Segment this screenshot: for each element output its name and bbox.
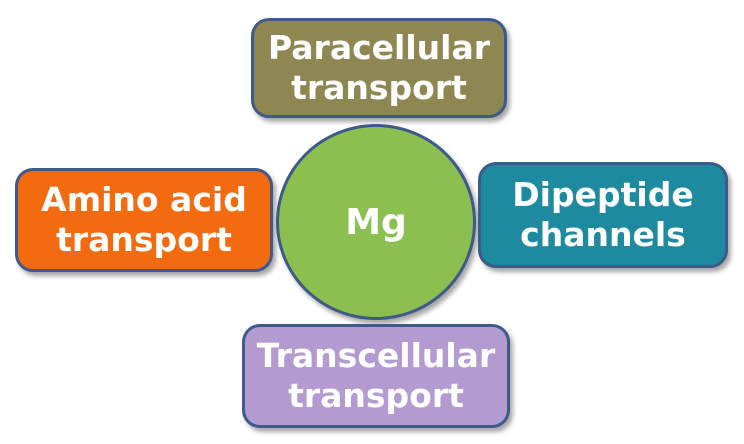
mg-center-circle: Mg [276,124,476,320]
amino-acid-transport-line2: transport [56,220,232,259]
transcellular-transport-line1: Transcellular [256,336,496,375]
mg-label: Mg [345,201,407,243]
amino-acid-transport-box: Amino acid transport [15,168,273,272]
amino-acid-transport-line1: Amino acid [41,180,247,219]
dipeptide-channels-line1: Dipeptide [512,175,694,214]
dipeptide-channels-box: Dipeptide channels [478,162,728,268]
paracellular-transport-line2: transport [291,68,467,107]
transcellular-transport-box: Transcellular transport [242,324,510,428]
paracellular-transport-line1: Paracellular [267,28,491,67]
dipeptide-channels-line2: channels [520,215,686,254]
transcellular-transport-line2: transport [288,376,464,415]
paracellular-transport-box: Paracellular transport [251,18,507,118]
